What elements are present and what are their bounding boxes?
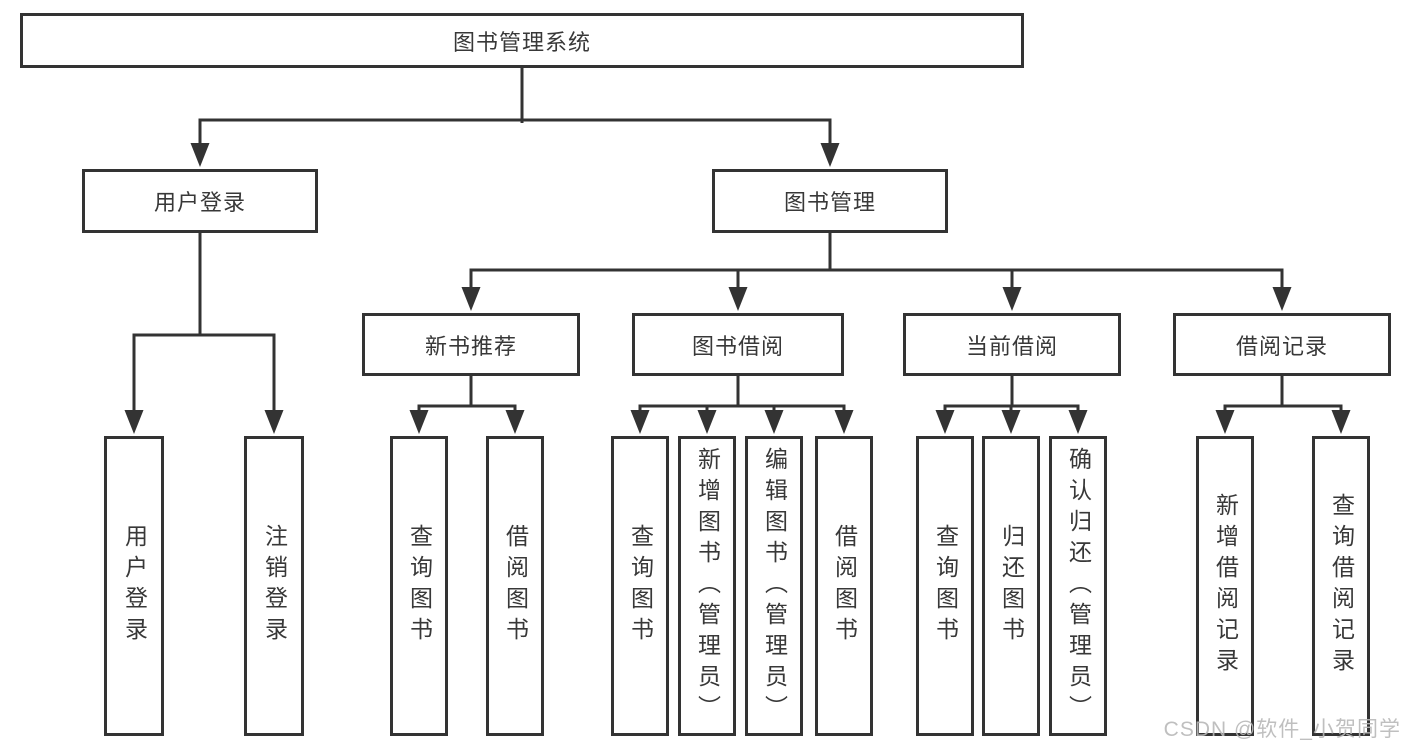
leaf-user-login: 用户登录 (104, 436, 164, 736)
node-new-book-recommendation: 新书推荐 (362, 313, 580, 376)
leaf-add-borrow-record: 新增借阅记录 (1196, 436, 1254, 736)
connector-book-borrow-children (638, 374, 846, 417)
node-label: 图书管理 (783, 190, 876, 215)
node-label: 查询图书 (932, 524, 959, 648)
arrow-down-icon (264, 410, 284, 434)
connector-paths (132, 66, 1343, 417)
node-label: 编辑图书（管理员） (761, 446, 788, 726)
node-label: 借阅记录 (1235, 333, 1328, 359)
arrow-down-icon (505, 410, 525, 434)
arrow-down-icon (1068, 410, 1088, 434)
node-label: 图书管理系统 (452, 29, 591, 55)
arrow-down-icon (1001, 410, 1021, 434)
node-label: 新增借阅记录 (1212, 493, 1239, 679)
arrow-down-icon (1002, 287, 1022, 311)
connector-root-to-level2 (198, 66, 832, 152)
leaf-query-borrow-record: 查询借阅记录 (1312, 436, 1370, 736)
node-label: 新增图书（管理员） (694, 446, 721, 726)
leaf-edit-books-admin: 编辑图书（管理员） (745, 436, 803, 736)
node-label: 归还图书 (998, 524, 1025, 648)
leaf-borrow-books-recommend: 借阅图书 (486, 436, 544, 736)
leaf-return-books: 归还图书 (982, 436, 1040, 736)
arrow-down-icon (728, 287, 748, 311)
connector-borrow-record-children (1223, 374, 1343, 417)
arrowhead-icons (124, 143, 1351, 434)
node-label: 用户登录 (121, 524, 148, 648)
node-borrowing-records: 借阅记录 (1173, 313, 1391, 376)
node-label: 用户登录 (153, 190, 246, 215)
arrow-down-icon (1331, 410, 1351, 434)
leaf-confirm-return-admin: 确认归还（管理员） (1049, 436, 1107, 736)
leaf-query-books-borrow: 查询图书 (611, 436, 669, 736)
node-book-borrowing: 图书借阅 (632, 313, 844, 376)
connector-new-book-children (417, 374, 517, 417)
node-library-system: 图书管理系统 (20, 13, 1024, 68)
connector-book-management-children (469, 231, 1284, 294)
arrow-down-icon (697, 410, 717, 434)
node-label: 借阅图书 (502, 524, 529, 648)
arrow-down-icon (461, 287, 481, 311)
node-label: 确认归还（管理员） (1065, 446, 1092, 726)
node-book-management: 图书管理 (712, 169, 948, 233)
node-label: 查询图书 (627, 524, 654, 648)
arrow-down-icon (820, 143, 840, 167)
leaf-query-books-recommend: 查询图书 (390, 436, 448, 736)
leaf-query-books-current: 查询图书 (916, 436, 974, 736)
node-label: 查询图书 (406, 524, 433, 648)
arrow-down-icon (409, 410, 429, 434)
arrow-down-icon (1272, 287, 1292, 311)
node-current-borrowing: 当前借阅 (903, 313, 1121, 376)
arrow-down-icon (935, 410, 955, 434)
csdn-watermark: CSDN @软件_小贺同学 (1163, 718, 1401, 741)
leaf-add-books-admin: 新增图书（管理员） (678, 436, 736, 736)
arrow-down-icon (190, 143, 210, 167)
arrow-down-icon (124, 410, 144, 434)
connector-user-login-children (132, 231, 276, 417)
node-label: 图书借阅 (691, 333, 784, 359)
node-label: 注销登录 (261, 524, 288, 648)
node-label: 新书推荐 (424, 333, 517, 359)
connector-current-borrow-children (943, 374, 1080, 417)
arrow-down-icon (1215, 410, 1235, 434)
arrow-down-icon (834, 410, 854, 434)
leaf-logout: 注销登录 (244, 436, 304, 736)
node-user-login: 用户登录 (82, 169, 318, 233)
leaf-borrow-books: 借阅图书 (815, 436, 873, 736)
arrow-down-icon (764, 410, 784, 434)
node-label: 当前借阅 (965, 333, 1058, 359)
node-label: 查询借阅记录 (1328, 493, 1355, 679)
arrow-down-icon (630, 410, 650, 434)
node-label: 借阅图书 (831, 524, 858, 648)
